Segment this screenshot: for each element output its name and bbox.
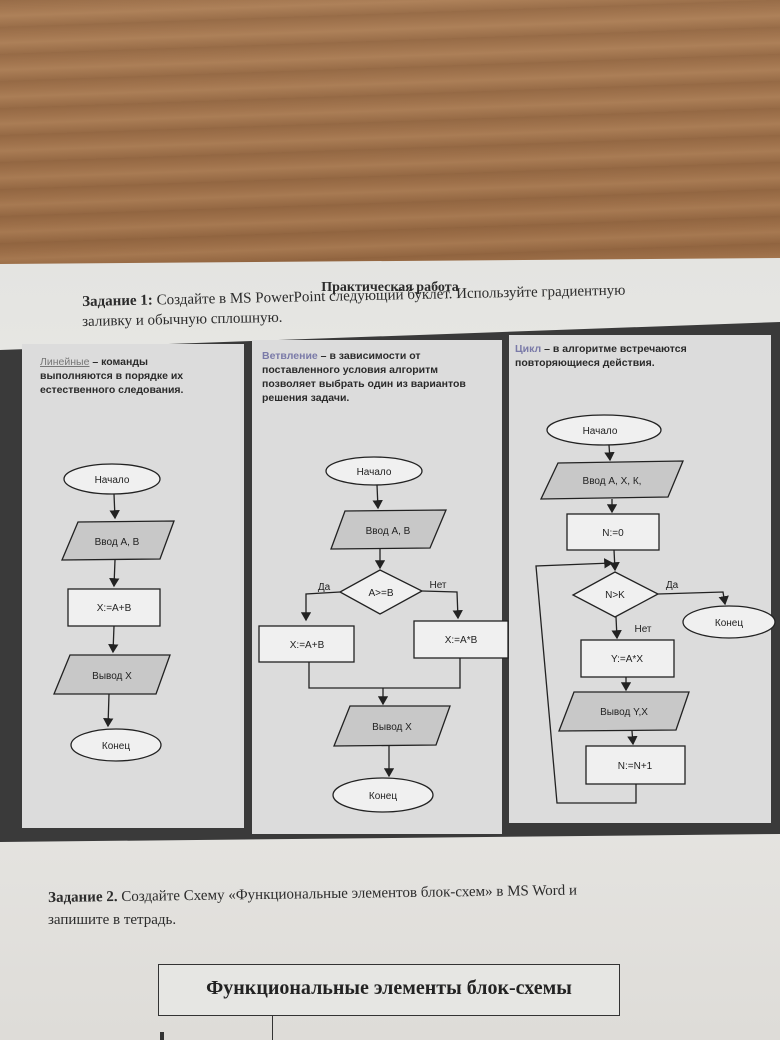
loop-increment-shape <box>585 745 686 785</box>
panel-loop <box>509 335 771 823</box>
linear-input-label: Ввод А, В <box>95 537 140 548</box>
worksheet-title: Практическая работа <box>321 280 459 295</box>
connector-stub <box>160 1032 164 1040</box>
branch-condition-label: A>=B <box>368 588 393 599</box>
branch-heading: Ветвление <box>262 350 318 362</box>
loop-init-shape <box>566 513 660 551</box>
linear-process-shape <box>67 588 161 627</box>
loop-output-shape <box>558 691 690 732</box>
loop-end-label: Конец <box>715 618 743 629</box>
branch-end-label: Конец <box>369 791 397 802</box>
branch-start-shape <box>325 456 423 486</box>
linear-process-label: X:=A+B <box>97 603 132 614</box>
branch-no-shape <box>413 620 509 659</box>
loop-condition-label: N>K <box>605 590 625 601</box>
branch-input-shape <box>330 509 447 550</box>
linear-end-label: Конец <box>102 741 130 752</box>
branch-flowchart <box>258 456 509 813</box>
loop-body-label: Y:=A*X <box>611 654 643 665</box>
loop-end-shape <box>682 605 776 639</box>
loop-start-shape <box>546 414 662 446</box>
loop-init-label: N:=0 <box>602 528 624 539</box>
loop-input-label: Ввод А, Х, К, <box>583 476 642 487</box>
linear-input-shape <box>61 520 175 561</box>
loop-desc: Цикл – в алгоритме встречаются повторяющ… <box>515 343 687 369</box>
linear-start-label: Начало <box>95 475 130 486</box>
branch-no-action-label: X:=A*B <box>445 635 478 646</box>
branch-desc: Ветвление – в зависимости от поставленно… <box>262 350 466 404</box>
linear-end-shape <box>70 728 162 762</box>
linear-desc: Линейные – команды выполняются в порядке… <box>40 356 184 396</box>
loop-output-label: Вывод Y,X <box>600 707 648 718</box>
branch-no-label: Нет <box>429 580 446 591</box>
linear-flowchart <box>53 463 175 762</box>
branch-condition-shape <box>338 569 424 615</box>
branch-yes-action-label: X:=A+B <box>290 640 325 651</box>
loop-condition-shape <box>571 571 660 618</box>
branch-yes-label: Да <box>318 582 331 593</box>
connector-line <box>272 1016 273 1040</box>
loop-flowchart <box>535 414 776 804</box>
linear-heading: Линейные <box>40 356 90 368</box>
loop-heading: Цикл <box>515 343 542 355</box>
task2-line2: запишите в тетрадь. <box>48 912 177 928</box>
functional-elements-box: Функциональные элементы блок-схемы <box>158 964 620 1016</box>
functional-elements-title: Функциональные элементы блок-схемы <box>206 977 572 999</box>
loop-yes-label: Да <box>666 580 679 591</box>
branch-end-shape <box>332 777 434 813</box>
branch-start-label: Начало <box>357 467 392 478</box>
loop-body-shape <box>580 639 675 678</box>
task2-label: Задание 2. <box>48 889 118 906</box>
linear-output-shape <box>53 654 171 695</box>
linear-start-shape <box>63 463 161 495</box>
loop-no-label: Нет <box>634 624 651 635</box>
branch-input-label: Ввод А, В <box>366 526 411 537</box>
branch-yes-shape <box>258 625 355 663</box>
loop-start-label: Начало <box>583 426 618 437</box>
loop-input-shape <box>539 460 684 500</box>
linear-output-label: Вывод Х <box>92 671 132 682</box>
loop-increment-label: N:=N+1 <box>618 761 653 772</box>
branch-output-shape <box>333 705 451 747</box>
branch-output-label: Вывод Х <box>372 722 412 733</box>
